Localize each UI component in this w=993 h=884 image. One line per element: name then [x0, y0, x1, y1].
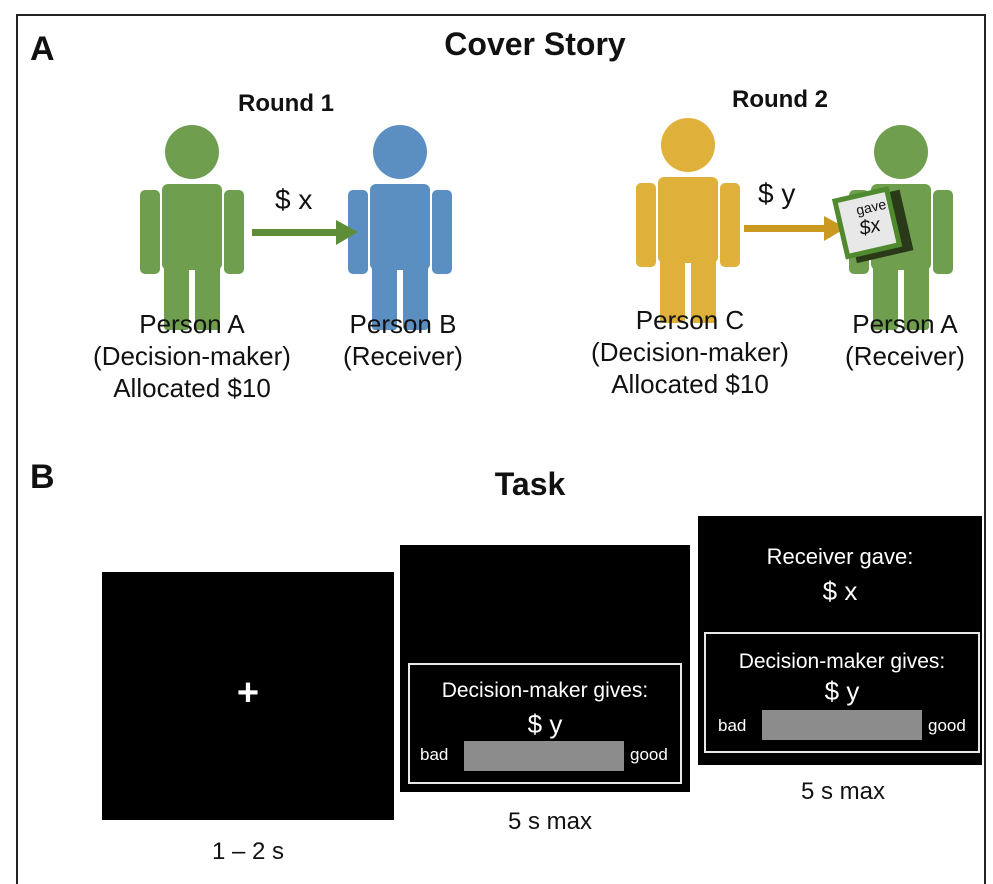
decision-screen: Decision-maker gives: $ y bad good — [400, 545, 690, 792]
receiver-gave-amount: $ x — [822, 576, 858, 606]
receiver-rating-slider[interactable] — [762, 710, 922, 740]
person-c-name: Person C — [635, 305, 745, 335]
person-a-role: (Decision-maker) — [93, 341, 291, 371]
figure-frame — [16, 14, 986, 884]
receiver-timing: 5 s max — [800, 778, 886, 805]
fixation-screen: + — [102, 572, 394, 820]
panel-b-letter: B — [30, 458, 55, 496]
panel-a-title: Cover Story — [444, 26, 626, 62]
person-a-name: Person A — [139, 309, 245, 339]
person-a-figure — [140, 125, 244, 330]
round-2-amount: $ y — [758, 178, 796, 209]
round-1-arrow — [252, 220, 358, 245]
receiver-decision-prompt: Decision-maker gives: — [738, 650, 946, 673]
round-2-label: Round 2 — [732, 86, 828, 113]
decision-prompt: Decision-maker gives: — [441, 679, 649, 702]
decision-amount: $ y — [527, 709, 563, 739]
person-b-figure — [348, 125, 452, 330]
panel-b-title: Task — [494, 466, 566, 502]
receiver-gave-label: Receiver gave: — [766, 544, 914, 569]
receiver-decision-amount: $ y — [824, 676, 860, 706]
good-label: good — [630, 745, 668, 764]
person-c-figure — [636, 118, 740, 323]
gave-x-sign — [831, 186, 914, 264]
bad-label: bad — [420, 745, 449, 764]
person-c-role: (Decision-maker) — [591, 337, 789, 367]
decision-box: Decision-maker gives: $ y bad good — [408, 663, 682, 784]
panel-a-letter: A — [30, 30, 55, 68]
receiver-screen: Receiver gave: $ x Decision-maker gives:… — [698, 516, 982, 765]
person-a-receiver-role: (Receiver) — [845, 341, 965, 371]
fixation-cross: + — [236, 672, 260, 714]
round-2-arrow — [744, 216, 846, 241]
decision-timing: 5 s max — [507, 808, 593, 835]
fixation-timing: 1 – 2 s — [211, 838, 285, 865]
round-1-label: Round 1 — [238, 90, 334, 117]
person-b-role: (Receiver) — [343, 341, 463, 371]
person-a-allocation: Allocated $10 — [113, 373, 271, 403]
round-1-amount: $ x — [275, 184, 313, 215]
person-b-name: Person B — [349, 309, 457, 339]
receiver-decision-box: Decision-maker gives: $ y bad good — [704, 632, 980, 753]
receiver-good-label: good — [928, 716, 966, 735]
person-a-receiver-name: Person A — [852, 309, 958, 339]
cover-story-figures — [140, 118, 953, 330]
person-c-allocation: Allocated $10 — [611, 369, 769, 399]
rating-slider[interactable] — [464, 741, 624, 771]
receiver-bad-label: bad — [718, 716, 747, 735]
